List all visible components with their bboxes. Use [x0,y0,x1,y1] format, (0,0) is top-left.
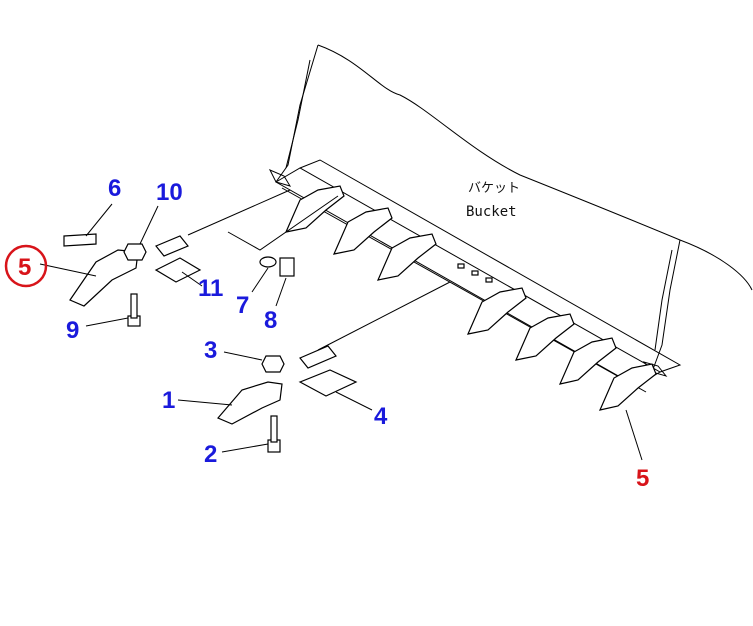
bucket-label-en: Bucket [466,204,517,220]
part-5-tooth-right [625,409,643,461]
callout-4: 4 [374,403,388,430]
callout-1: 1 [162,387,175,414]
part-10-nut [123,205,159,261]
part-4-shim [298,345,373,411]
callout-2: 2 [204,441,217,468]
part-11-shim [154,235,203,287]
part-7-washer [251,256,277,293]
part-2-bolt [221,415,281,453]
part-3-nut [223,351,285,373]
callout-5-highlight-circle [4,244,48,288]
leader-lines [187,189,451,351]
callout-3: 3 [204,337,217,364]
bucket-label-jp: バケット [468,181,520,196]
callout-10: 10 [156,179,183,206]
part-8-nut [275,257,295,307]
part-1-tooth-adapter [177,381,283,425]
bucket-teeth [284,185,657,411]
bucket-outline [268,44,753,393]
callout-5-left: 5 [18,254,31,281]
part-9-bolt [85,293,141,327]
callout-11: 11 [198,275,223,302]
callout-7: 7 [236,292,249,319]
callout-5-right: 5 [636,465,649,492]
part-6-pin [63,203,113,247]
callout-9: 9 [66,317,79,344]
callout-8: 8 [264,307,277,334]
callout-6: 6 [108,175,121,202]
